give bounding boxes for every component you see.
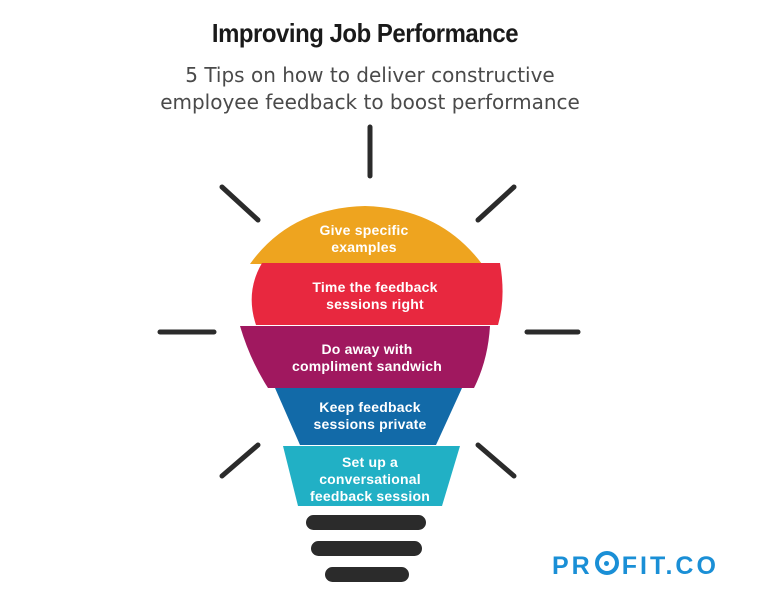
bulb-base: [306, 515, 426, 582]
bulb-layer-5-shape: [283, 446, 460, 506]
bulb-layer-1-shape: [250, 206, 482, 264]
subtitle-line-2: employee feedback to boost performance: [160, 90, 580, 114]
base-bar-1: [306, 515, 426, 530]
brand-logo: PR FIT.CO: [552, 550, 719, 581]
page-title: Improving Job Performance: [211, 18, 519, 48]
tip-5-label: Set up a conversational feedback session: [310, 454, 430, 504]
ray-lower-right: [475, 442, 517, 479]
ray-upper-right: [475, 184, 517, 223]
subtitle-line-1: 5 Tips on how to deliver constructive: [185, 63, 555, 87]
ray-lower-left: [219, 442, 261, 479]
tip-4-label: Keep feedback sessions private: [313, 399, 427, 432]
brand-target-icon: [594, 551, 619, 575]
bulb-layer-3-shape: [240, 326, 490, 388]
tip-3-label: Do away with compliment sandwich: [291, 341, 443, 374]
tip-1-label: Give specific examples: [319, 222, 409, 255]
brand-suffix: FIT.CO: [621, 552, 719, 580]
base-bar-2: [311, 541, 422, 556]
bulb-layer-2-shape: [251, 263, 503, 325]
light-rays: [157, 124, 581, 479]
bulb-layer-4-shape: [275, 388, 462, 445]
base-bar-3: [325, 567, 409, 582]
page-subtitle: 5 Tips on how to deliver constructive em…: [120, 62, 620, 116]
brand-prefix: PR: [552, 552, 593, 580]
ray-upper-left: [219, 184, 261, 223]
tip-2-label: Time the feedback sessions right: [312, 279, 438, 312]
